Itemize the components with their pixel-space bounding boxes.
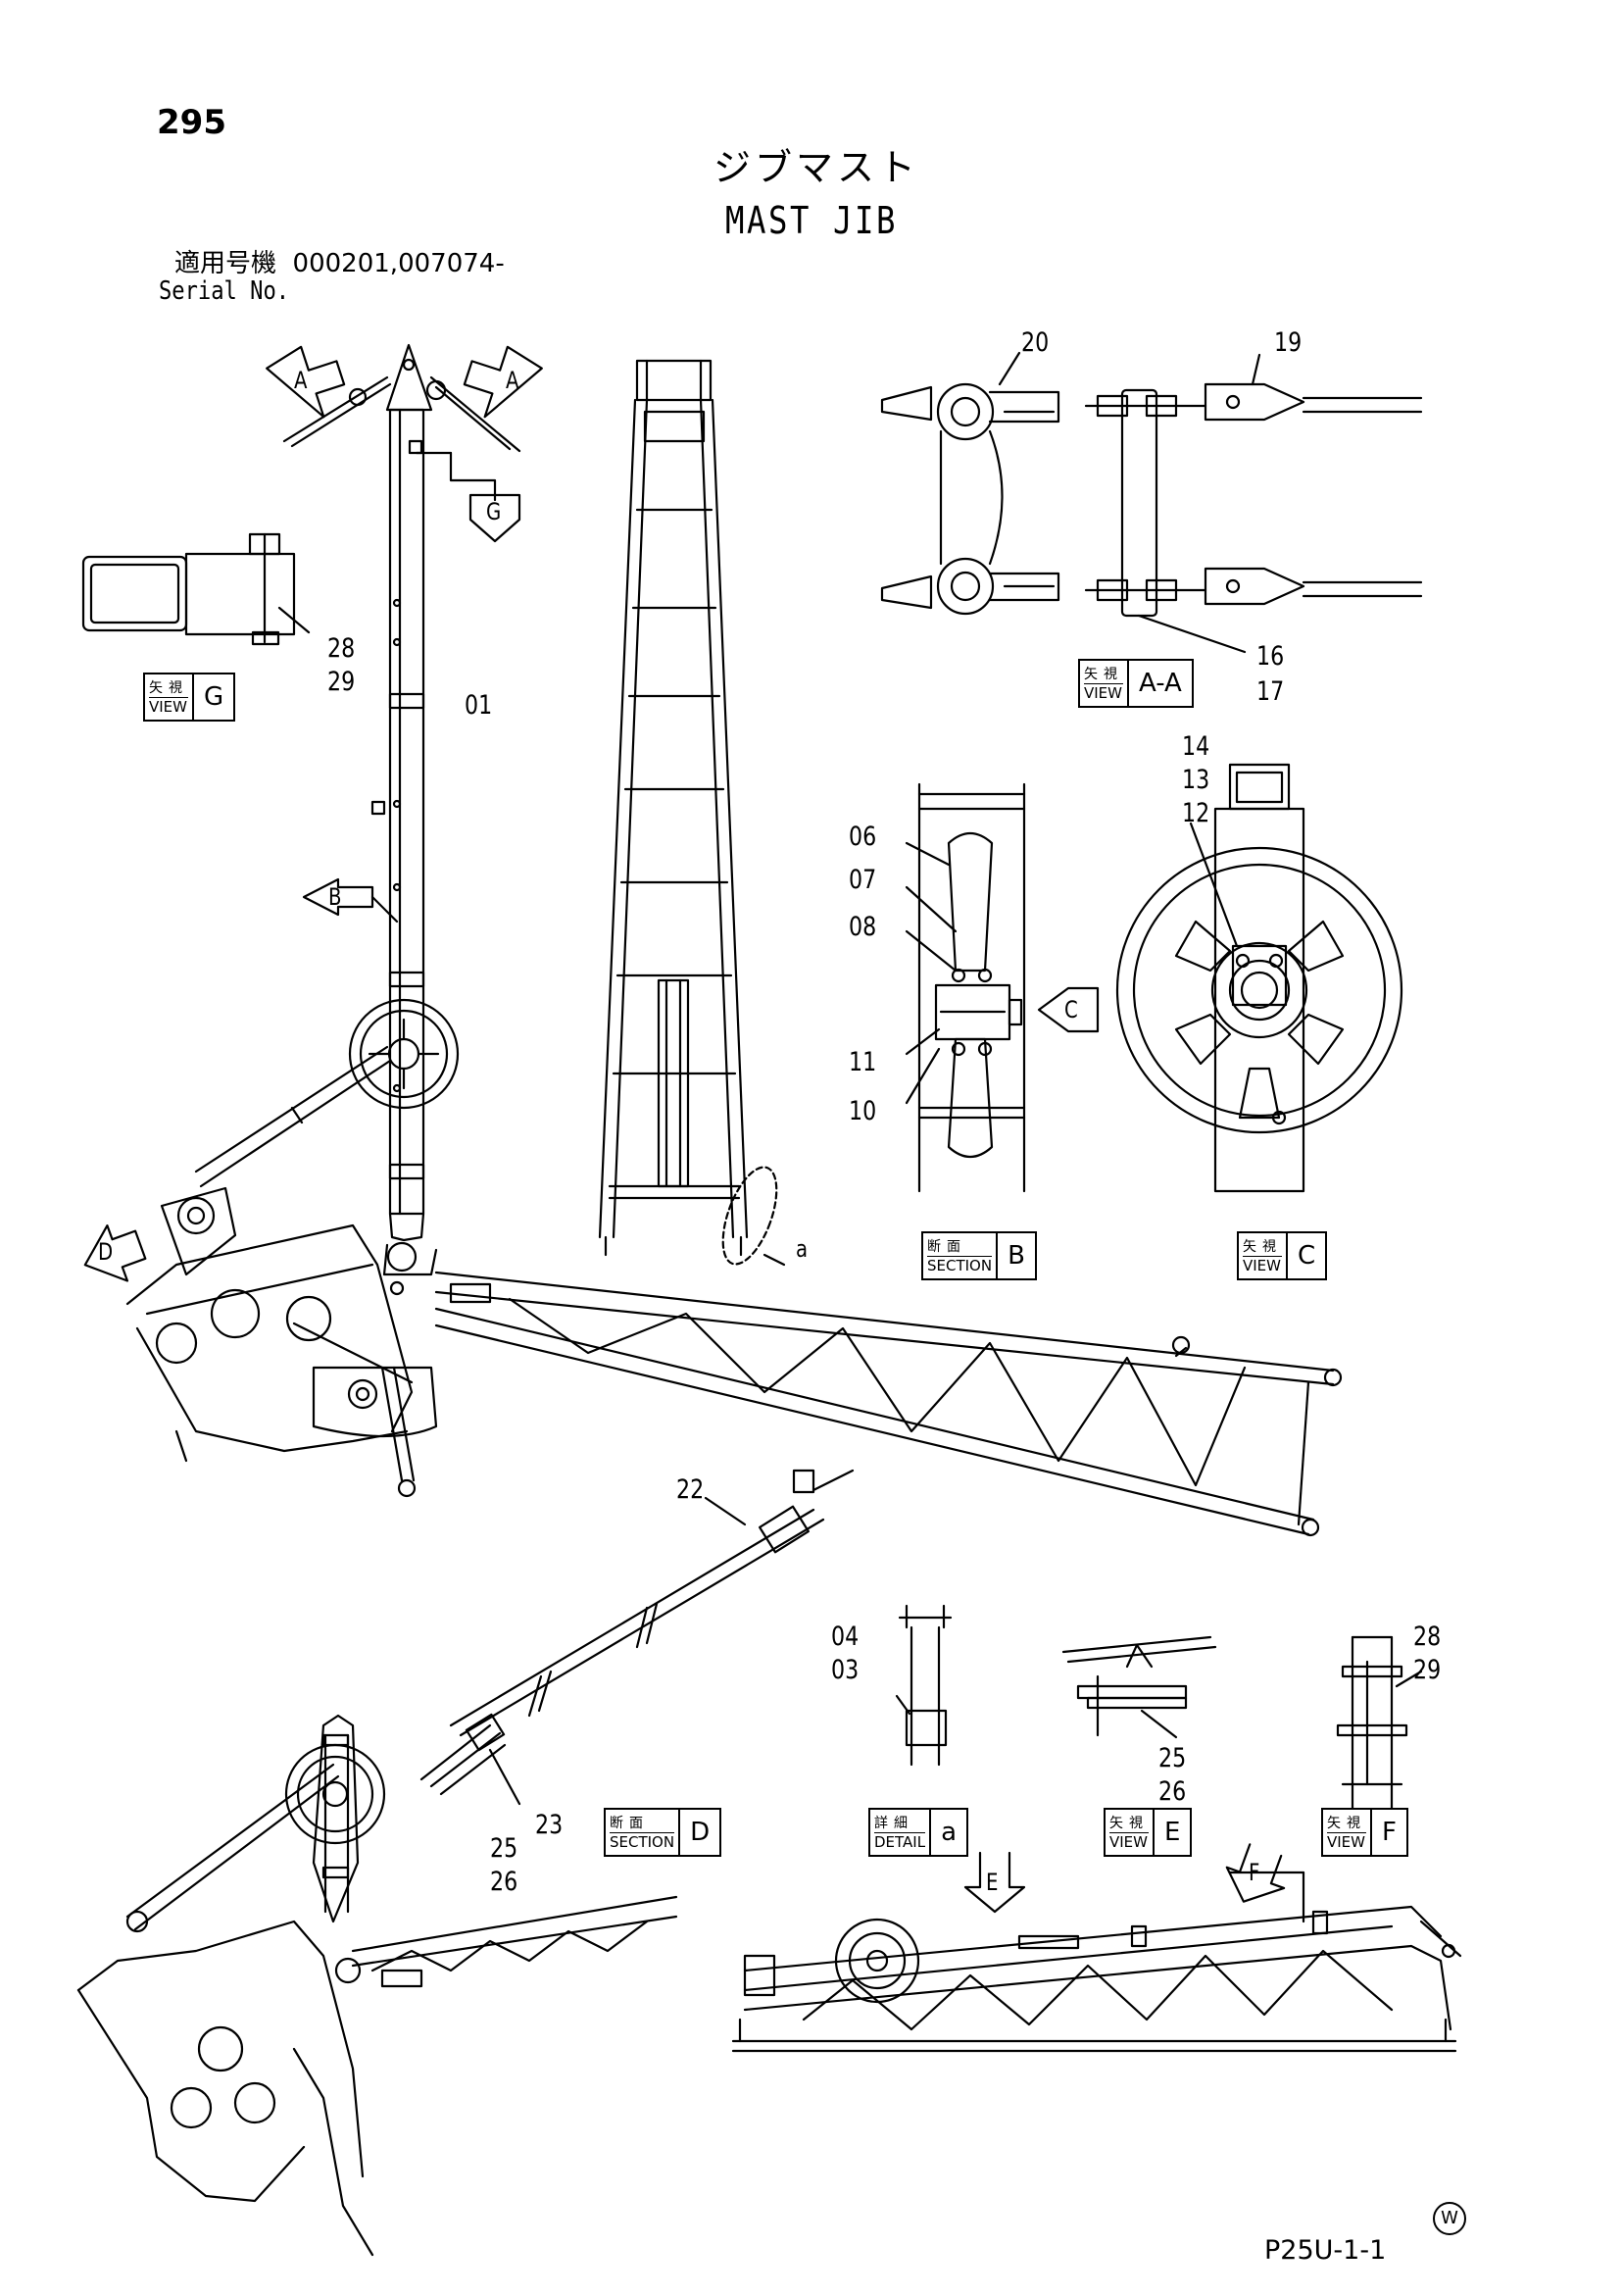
stowed-view-drawing [731,1871,1462,2053]
serial-numbers: 000201,007074- [292,249,505,278]
callout-16: 16 [1256,641,1285,672]
view-c-jp: 矢視 [1243,1238,1282,1257]
view-e-letter: E [1164,1818,1181,1847]
callout-19: 19 [1274,327,1303,358]
backstop-strut [194,1045,392,1188]
arrow-c-icon [1037,986,1100,1033]
detail-a-jp: 詳細 [874,1815,926,1833]
view-c-en: VIEW [1243,1256,1281,1274]
arrow-a-right-icon [463,345,543,419]
arrow-d-icon [83,1223,147,1282]
arrow-g-icon [468,493,521,543]
view-g-letter: G [204,682,224,712]
view-aa-jp: 矢視 [1084,666,1123,684]
view-aa-en: VIEW [1084,683,1122,702]
callout-20: 20 [1021,327,1050,358]
drawing-code: P25U-1-1 [1264,2235,1387,2266]
section-b-drawing [905,782,1026,1193]
callout-29-f: 29 [1413,1655,1442,1685]
section-b-en: SECTION [927,1256,993,1274]
title-english: MAST JIB [725,199,898,242]
boom-head-upper [125,1186,438,1498]
callout-13: 13 [1182,765,1210,795]
arrow-g-label: G [486,498,502,525]
serial-label-english: Serial No. [159,276,290,306]
view-f-en: VIEW [1327,1832,1365,1851]
watermark-w-symbol: W [1433,2202,1466,2235]
view-e-drawing [1061,1635,1217,1739]
callout-29-g: 29 [327,667,356,697]
callout-25-e: 25 [1158,1743,1187,1773]
section-d-letter: D [690,1818,711,1847]
callout-10: 10 [849,1096,877,1126]
section-d-en: SECTION [610,1832,675,1851]
callout-06: 06 [849,822,877,852]
arrow-a-left-icon [266,345,346,419]
view-c-drawing [1115,763,1403,1193]
callout-14: 14 [1182,731,1210,762]
mast-side-view [282,343,521,1296]
view-f-letter: F [1382,1818,1397,1847]
section-b-jp: 断面 [927,1238,993,1257]
callout-12: 12 [1182,798,1210,828]
detail-a-en: DETAIL [874,1832,926,1851]
callout-23: 23 [535,1810,564,1840]
arrow-b-icon [302,877,399,923]
view-e-en: VIEW [1109,1832,1148,1851]
lattice-jib-upper [434,1271,1343,1537]
view-aa-drawing [880,351,1423,654]
serial-line-japanese: 適用号機 000201,007074- [174,251,505,276]
callout-01: 01 [465,690,493,721]
arrow-b-label: B [328,883,342,911]
title-japanese: ジブマスト [713,146,920,189]
detail-a-drawing [895,1604,953,1767]
callout-17: 17 [1256,676,1285,707]
section-d-jp: 断面 [610,1815,675,1833]
arrow-e-label: E [986,1869,999,1896]
section-d-drawing [419,1469,855,1806]
callout-28-f: 28 [1413,1622,1442,1652]
callout-a: a [796,1235,809,1263]
view-aa-letter: A-A [1139,669,1182,698]
page-number: 295 [157,103,226,142]
view-g-jp: 矢視 [149,679,188,698]
callout-04: 04 [831,1622,860,1652]
view-f-drawing [1336,1635,1423,1825]
callout-26-e: 26 [1158,1776,1187,1807]
arrow-e-icon [963,1851,1026,1914]
serial-label-jp: 適用号機 [174,249,277,278]
callout-28-g: 28 [327,633,356,664]
arrow-c-label: C [1064,996,1078,1023]
callout-26-d: 26 [490,1867,518,1897]
view-g-en: VIEW [149,697,187,716]
view-f-jp: 矢視 [1327,1815,1366,1833]
callout-22: 22 [676,1474,705,1505]
view-e-jp: 矢視 [1109,1815,1149,1833]
callout-25-d: 25 [490,1833,518,1864]
callout-07: 07 [849,865,877,895]
arrow-d-label: D [98,1238,114,1266]
callout-08: 08 [849,912,877,942]
arrow-f-label: F [1249,1859,1260,1886]
view-g-drawing [81,532,311,646]
section-b-letter: B [1008,1241,1025,1271]
view-c-letter: C [1298,1241,1316,1271]
arrow-f-icon [1225,1843,1286,1903]
mast-front-view [598,359,786,1267]
callout-11: 11 [849,1047,877,1077]
arrow-a-left-label: A [294,367,308,394]
boom-head-lower [76,1714,678,2257]
detail-a-letter: a [941,1818,958,1847]
arrow-a-right-label: A [506,367,519,394]
callout-03: 03 [831,1655,860,1685]
